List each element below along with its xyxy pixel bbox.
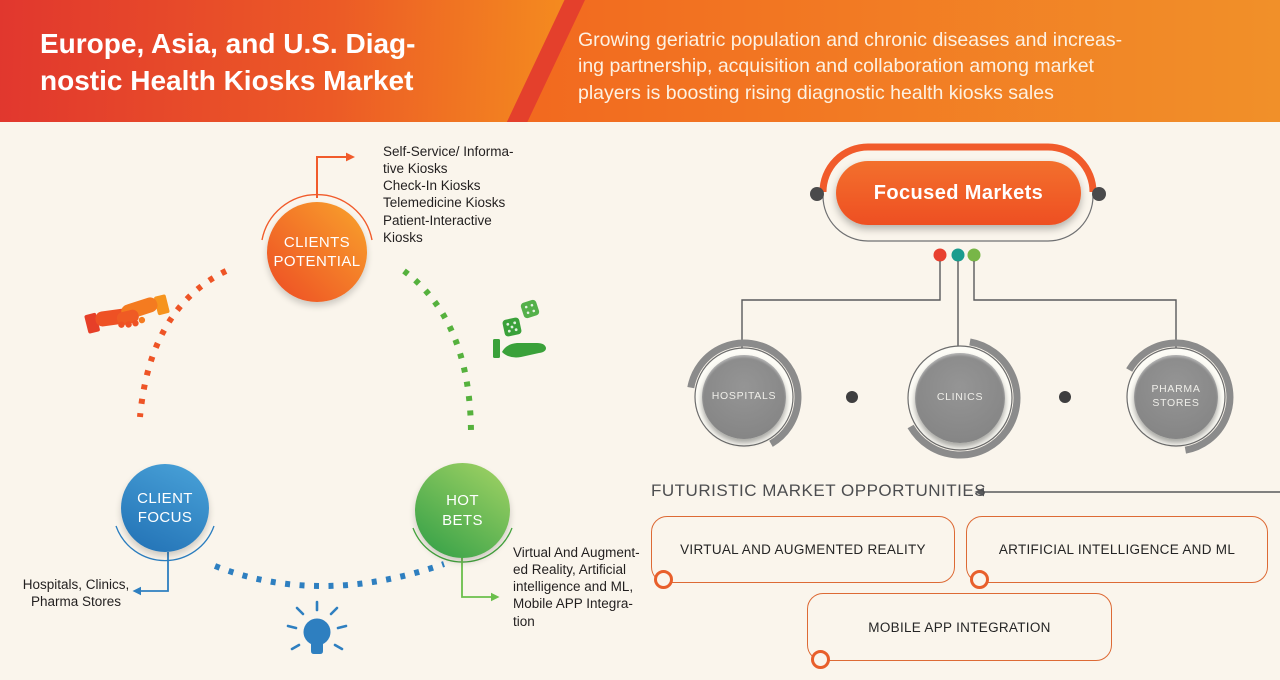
branch-dot-teal — [951, 248, 965, 262]
hot-bets-arrow — [461, 556, 491, 598]
outline-left-dot — [810, 187, 824, 201]
clients-potential-items: Self-Service/ Informa- tive Kiosks Check… — [383, 144, 514, 245]
opportunities-heading: FUTURISTIC MARKET OPPORTUNITIES — [651, 481, 987, 500]
node-clinics: CLINICS — [915, 353, 1005, 443]
opportunity-box-ai-ml: ARTIFICIAL INTELLIGENCE AND ML — [966, 516, 1268, 583]
page-subtitle: Growing geriatric population and chronic… — [578, 29, 1123, 104]
hot-bets-arrowhead — [491, 592, 500, 602]
client-focus-bubble: CLIENT FOCUS — [121, 464, 209, 552]
client-focus-items: Hospitals, Clinics, Pharma Stores — [22, 577, 130, 610]
clients-potential-arrowhead — [346, 152, 355, 162]
connector-dot-2 — [1059, 391, 1071, 403]
hot-bets-bubble: HOT BETS — [415, 463, 510, 558]
node-pharma-stores: PHARMA STORES — [1134, 355, 1218, 439]
outline-right-dot — [1092, 187, 1106, 201]
corner-ring-3 — [811, 650, 830, 669]
clients-potential-arrow — [316, 156, 346, 198]
hand-with-dice-icon — [493, 299, 546, 358]
branch-dot-red — [933, 248, 947, 262]
focused-markets-pill: Focused Markets — [836, 161, 1081, 225]
clients-potential-bubble: CLIENTS POTENTIAL — [267, 202, 367, 302]
hot-bets-items: Virtual And Augment- ed Reality, Artific… — [513, 545, 640, 629]
page-title: Europe, Asia, and U.S. Diag- nostic Heal… — [40, 28, 416, 96]
dotted-arc-orange — [137, 268, 228, 418]
node-hospitals: HOSPITALS — [702, 355, 786, 439]
opportunity-box-mobile-app: MOBILE APP INTEGRATION — [807, 593, 1112, 661]
handshake-icon — [84, 294, 170, 334]
lightbulb-icon — [286, 600, 348, 654]
client-focus-arrow — [141, 552, 169, 592]
connector-dot-1 — [846, 391, 858, 403]
corner-ring-2 — [970, 570, 989, 589]
tree-lines — [741, 261, 1177, 356]
header-banner: Europe, Asia, and U.S. Diag- nostic Heal… — [0, 0, 1280, 122]
dotted-arc-blue — [213, 561, 445, 589]
dotted-arc-green — [402, 268, 474, 433]
branch-dot-green — [967, 248, 981, 262]
corner-ring-1 — [654, 570, 673, 589]
opportunity-box-virtual-ar: VIRTUAL AND AUGMENTED REALITY — [651, 516, 955, 583]
header-right-background — [526, 0, 1280, 122]
